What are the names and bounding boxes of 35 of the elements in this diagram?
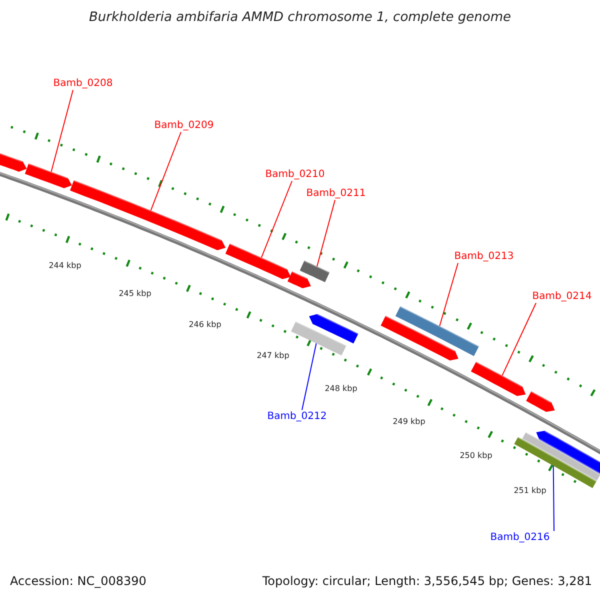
leader-line xyxy=(150,132,182,211)
gene-label: Bamb_0211 xyxy=(305,187,367,200)
map-title: Burkholderia ambifaria AMMD chromosome 1, complete genome xyxy=(88,10,512,25)
leader-line xyxy=(316,200,336,267)
gene-label: Bamb_0216 xyxy=(489,531,551,544)
genome-stats-text: Topology: circular; Length: 3,556,545 bp; Genes: 3,281 xyxy=(261,574,592,588)
leader-line xyxy=(50,90,74,172)
accession-text: Accession: NC_008390 xyxy=(10,574,146,588)
tick-label: 245 kbp xyxy=(118,289,152,298)
leader-line xyxy=(502,302,536,376)
gene-label: Bamb_0209 xyxy=(153,119,215,132)
tick-label: 249 kbp xyxy=(392,417,426,426)
gene-block xyxy=(300,260,330,282)
gene-bar xyxy=(225,242,291,280)
gene-label: Bamb_0212 xyxy=(266,410,328,423)
gene-bar xyxy=(70,179,226,250)
leader-line xyxy=(439,262,458,327)
tick-label: 244 kbp xyxy=(48,261,82,270)
gene-label: Bamb_0208 xyxy=(52,77,114,90)
leader-line xyxy=(302,342,317,410)
leader-line xyxy=(552,465,554,532)
gene-block xyxy=(291,320,347,356)
tick-label: 248 kbp xyxy=(324,384,358,393)
gene-label: Bamb_0214 xyxy=(531,290,593,303)
tick-label: 246 kbp xyxy=(188,320,222,329)
tick-label: 250 kbp xyxy=(458,451,494,460)
gene-bar xyxy=(24,162,72,188)
leader-line xyxy=(260,180,292,258)
gene-label: Bamb_0213 xyxy=(453,250,515,263)
gene-bar xyxy=(470,360,526,396)
gene-block xyxy=(395,305,480,356)
gene-label: Bamb_0210 xyxy=(264,168,326,181)
gene-block xyxy=(514,436,597,488)
tick-label: 247 kbp xyxy=(256,351,290,360)
tick-label: 251 kbp xyxy=(512,486,548,495)
